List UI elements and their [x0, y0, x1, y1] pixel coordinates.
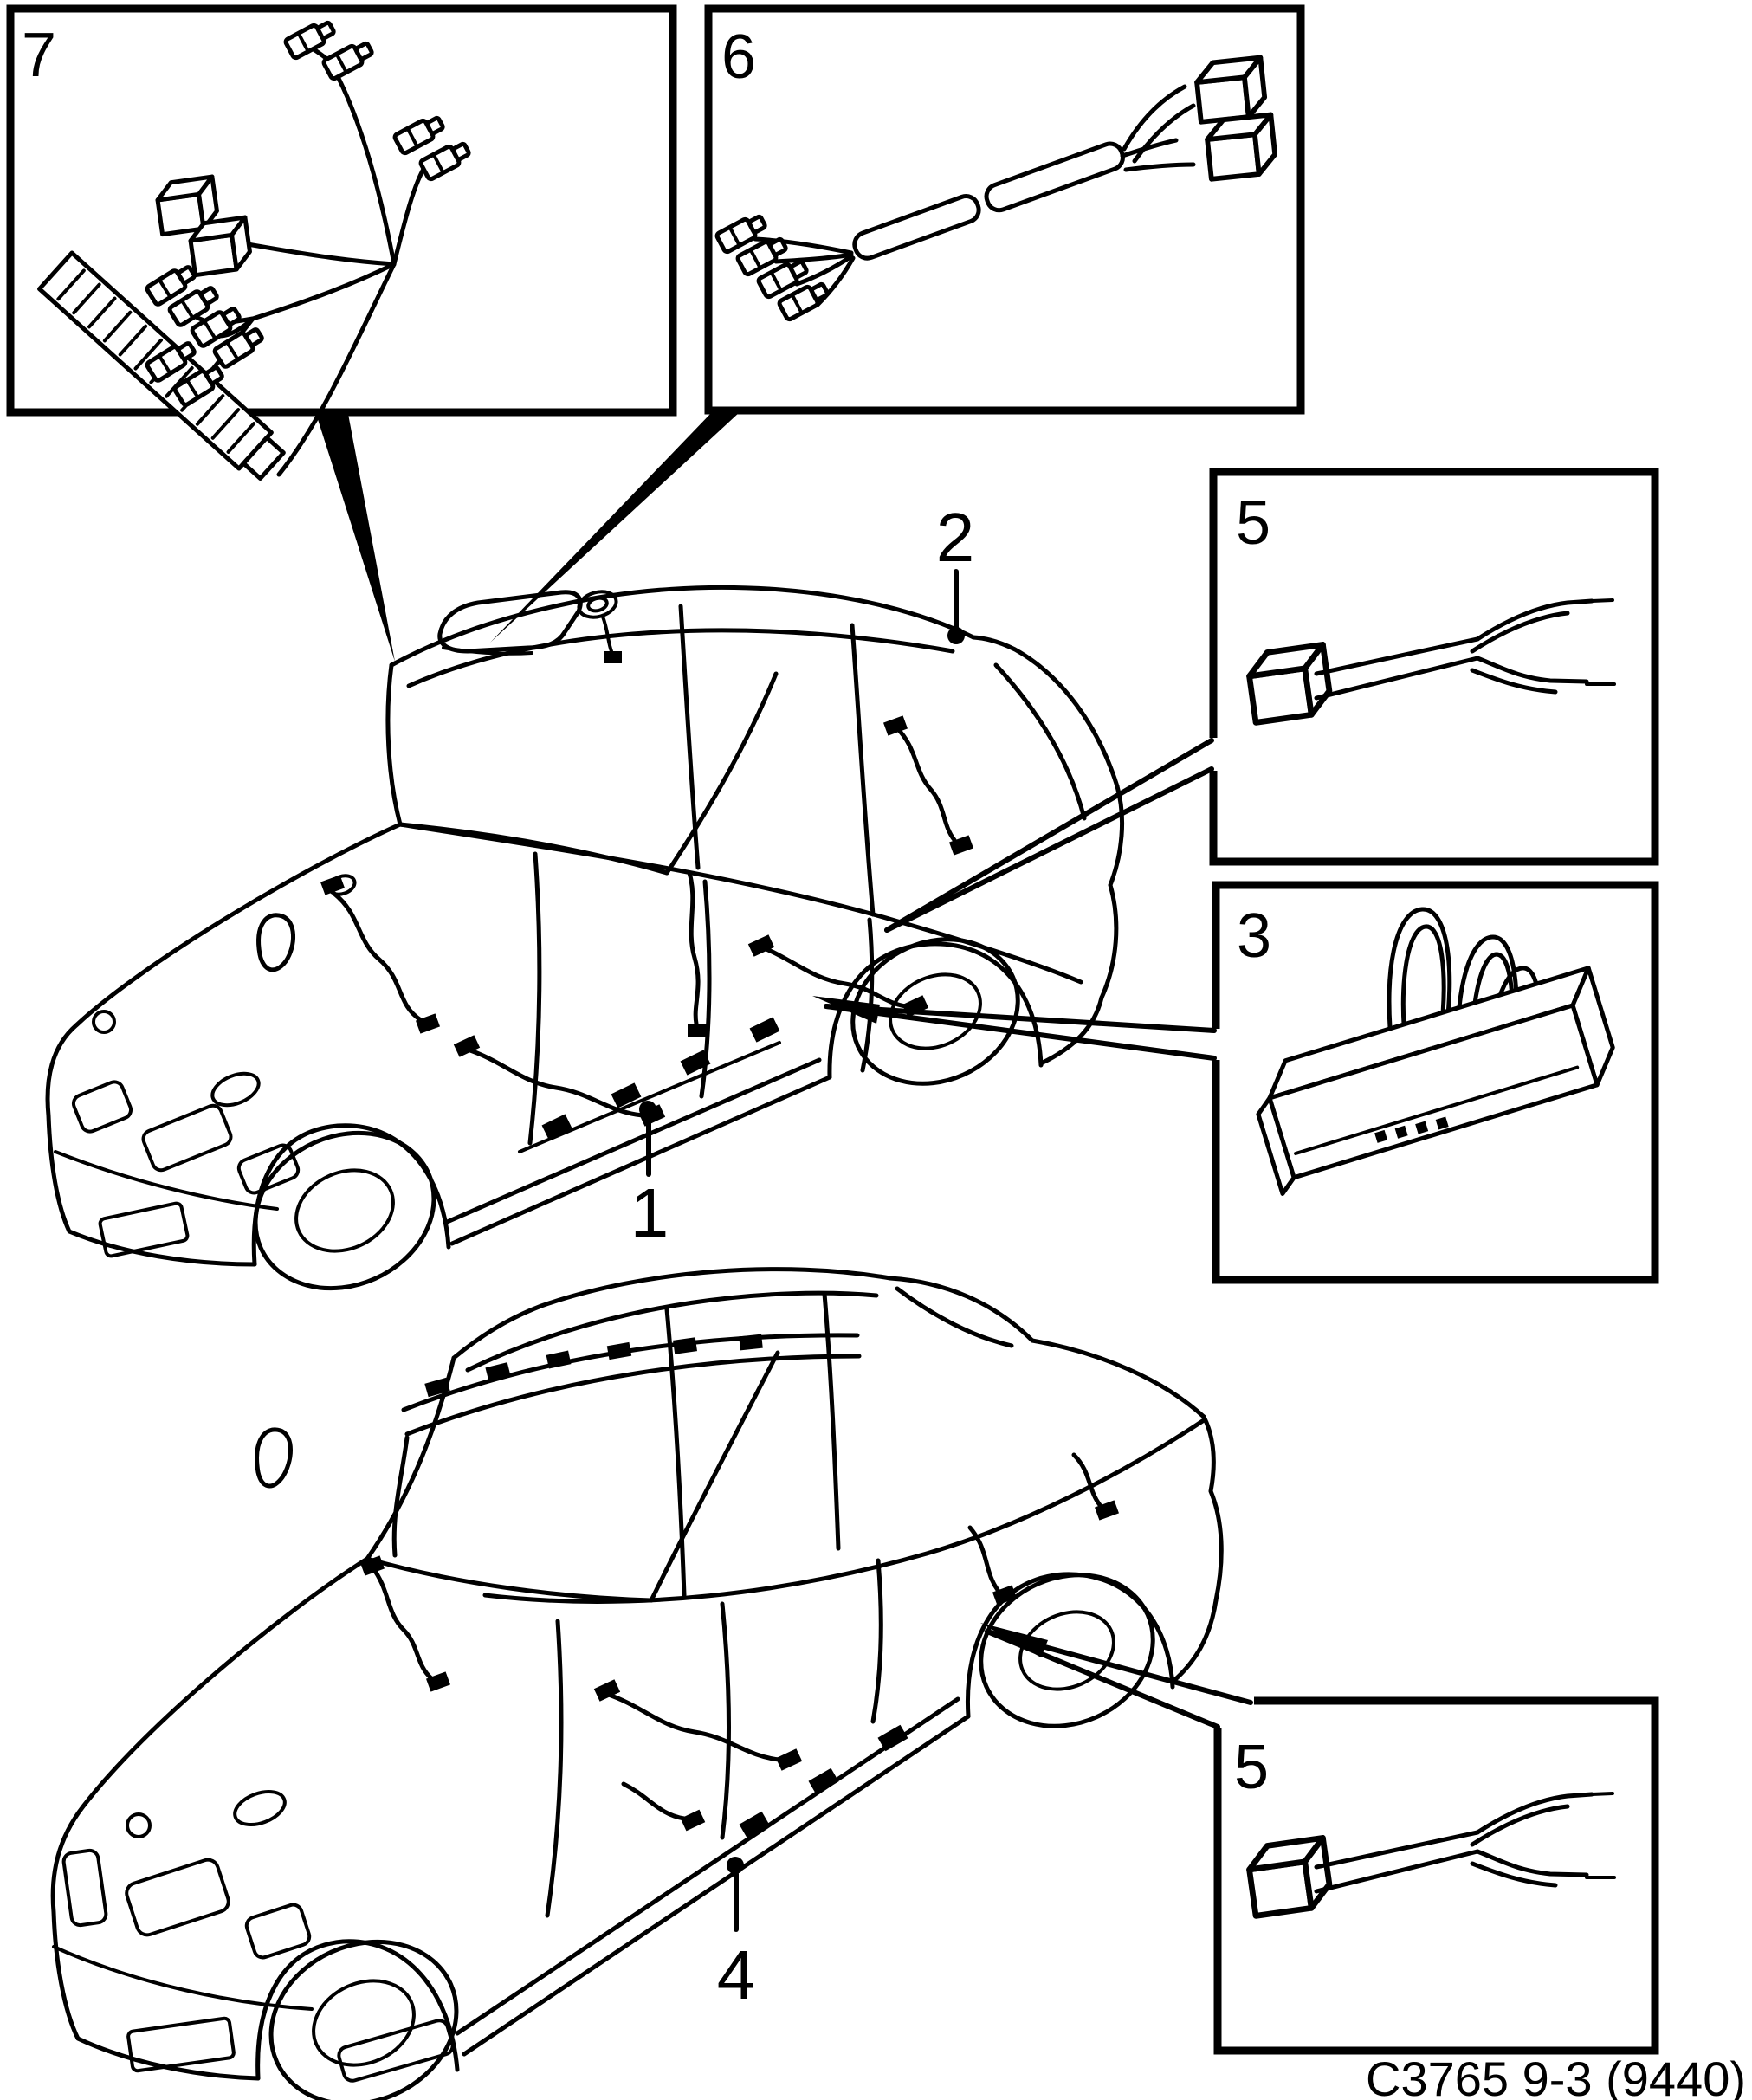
bottom-car-badge	[126, 1812, 152, 1838]
part-box-6[interactable]: 6	[704, 4, 1305, 415]
bottom-car-body-outline	[50, 1267, 1224, 2081]
top-car-rear-wheel	[850, 937, 1020, 1086]
callout-2[interactable]: 2	[936, 499, 975, 644]
top-car-illustration	[45, 585, 1125, 1291]
harness-6-drawing	[716, 58, 1277, 320]
top-car-grille-slot	[71, 1080, 133, 1134]
bottom-car-headlight	[233, 1790, 287, 1826]
harness-7-drawing	[37, 18, 472, 481]
bottom-car-harness-drawing	[359, 1333, 1120, 1838]
top-car-badge	[92, 1010, 116, 1034]
top-car-front-details	[54, 1010, 301, 1258]
bottom-car-grille-slot	[125, 1858, 230, 1937]
part-number-label-7: 7	[22, 21, 56, 90]
part-number-label-5-bottom: 5	[1234, 1733, 1269, 1802]
connector-block-3-drawing	[1256, 907, 1615, 1196]
leader-box5top-upper	[884, 738, 1214, 933]
callout-4-dot	[727, 1857, 744, 1874]
top-car-harness-drawing	[320, 590, 974, 1153]
bottom-car-license-recess	[126, 2016, 236, 2073]
bottom-car-grille-slot	[244, 1903, 312, 1960]
leader-box5top-lower	[884, 766, 1214, 933]
leader-box5bottom-apex	[980, 1623, 1048, 1657]
bottom-car-lower-intake	[337, 2019, 455, 2083]
bottom-car-front-details	[52, 1790, 455, 2083]
part-number-label-6: 6	[721, 23, 756, 92]
callout-1-number: 1	[630, 1174, 669, 1251]
leader-box3-lower	[824, 1004, 1217, 1061]
callout-2-number: 2	[936, 499, 975, 576]
callout-4[interactable]: 4	[717, 1857, 756, 2013]
top-car-grille-slot	[141, 1103, 233, 1173]
leader-box6-to-car	[490, 412, 740, 643]
bottom-car-rear-wheel	[979, 1573, 1155, 1728]
pigtail-5-top-drawing	[1246, 600, 1614, 722]
callout-1[interactable]: 1	[630, 1101, 669, 1251]
bottom-car-front-wheel	[268, 1939, 459, 2100]
top-car-body-outline	[45, 585, 1125, 1267]
callout-2-dot	[947, 627, 965, 644]
callout-1-dot	[639, 1101, 656, 1118]
leader-box3-apex	[812, 996, 880, 1024]
leader-box7-to-car	[316, 414, 395, 662]
part-box-5-top[interactable]: 5	[1209, 468, 1659, 866]
bottom-car-illustration	[50, 1267, 1224, 2100]
part-box-5-bottom[interactable]: 5	[1213, 1696, 1659, 2055]
part-number-label-5-top: 5	[1236, 488, 1270, 558]
bottom-car-grille-slot	[61, 1848, 108, 1928]
callout-4-number: 4	[717, 1936, 756, 2013]
part-box-7[interactable]: 7	[6, 4, 677, 483]
leader-box3-upper	[824, 1004, 1217, 1033]
top-car-wheels	[253, 937, 1020, 1291]
figure-caption: C3765 9-3 (9440)	[1366, 2052, 1746, 2100]
bottom-car-wheels	[268, 1573, 1155, 2100]
pigtail-5-bottom-drawing	[1246, 1793, 1614, 1916]
top-car-headlight	[210, 1071, 261, 1108]
part-number-label-3: 3	[1237, 901, 1271, 971]
part-box-3[interactable]: 3	[1212, 881, 1659, 1284]
top-car-front-wheel	[253, 1130, 436, 1291]
top-car-grille-slot	[236, 1143, 301, 1195]
top-car-license-recess	[98, 1201, 190, 1258]
